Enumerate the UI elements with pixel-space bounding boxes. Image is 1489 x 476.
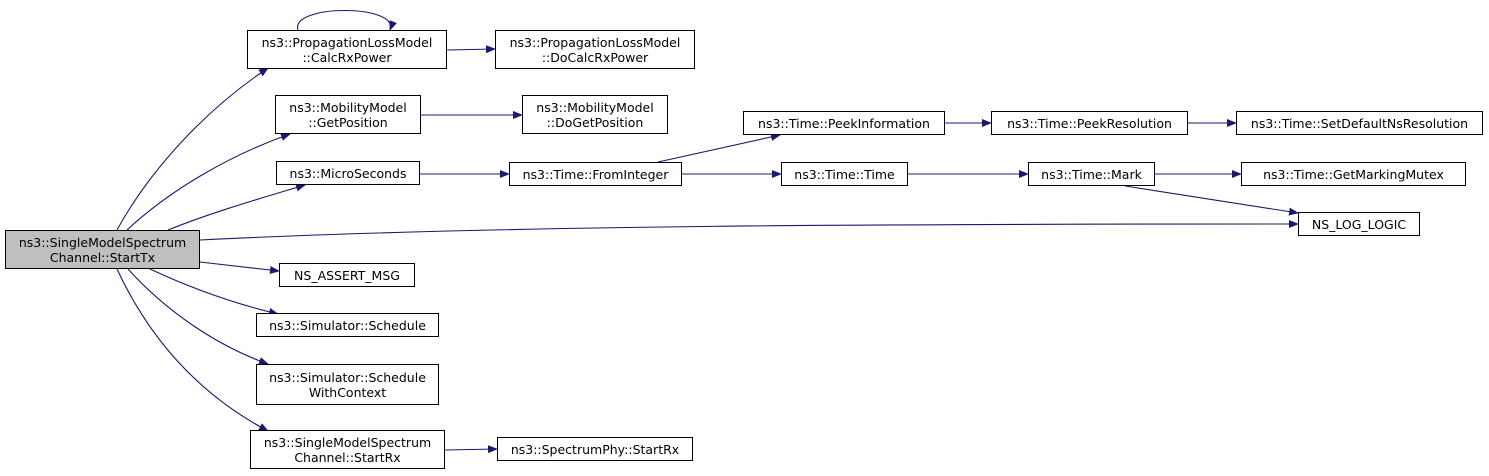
node-do-get-position-line-2: ::DoGetPosition <box>546 114 644 130</box>
node-time-time[interactable]: ns3::Time::Time <box>781 162 908 186</box>
node-do-calc-rx-power[interactable]: ns3::PropagationLossModel ::DoCalcRxPowe… <box>495 30 695 69</box>
node-ns-log-logic-line-1: NS_LOG_LOGIC <box>1311 216 1407 232</box>
node-micro-seconds[interactable]: ns3::MicroSeconds <box>276 161 420 185</box>
node-peek-information[interactable]: ns3::Time::PeekInformation <box>743 111 945 135</box>
edge-time-mark-to-ns-log-logic <box>1124 185 1299 216</box>
node-do-get-position[interactable]: ns3::MobilityModel ::DoGetPosition <box>522 95 668 134</box>
node-schedule-with-context[interactable]: ns3::Simulator::Schedule WithContext <box>256 364 439 405</box>
node-micro-seconds-line-1: ns3::MicroSeconds <box>289 165 407 181</box>
node-from-integer[interactable]: ns3::Time::FromInteger <box>509 162 682 186</box>
node-do-calc-rx-power-line-1: ns3::PropagationLossModel <box>509 34 681 50</box>
node-get-marking-mutex-line-1: ns3::Time::GetMarkingMutex <box>1263 166 1444 182</box>
node-schedule-with-context-line-1: ns3::Simulator::Schedule <box>269 369 426 385</box>
node-set-default-ns-resolution[interactable]: ns3::Time::SetDefaultNsResolution <box>1236 111 1483 135</box>
node-peek-resolution-line-1: ns3::Time::PeekResolution <box>1007 115 1172 131</box>
node-time-time-line-1: ns3::Time::Time <box>794 166 895 182</box>
node-do-get-position-line-1: ns3::MobilityModel <box>536 99 654 115</box>
edge-from-integer-to-peek-information <box>657 133 781 163</box>
node-calc-rx-power-line-1: ns3::PropagationLossModel <box>261 34 433 50</box>
node-do-calc-rx-power-line-2: ::DoCalcRxPower <box>541 49 649 65</box>
node-ns-log-logic[interactable]: NS_LOG_LOGIC <box>1298 212 1420 236</box>
edge-start-tx-to-ns-log-logic <box>199 220 1299 241</box>
node-simulator-schedule[interactable]: ns3::Simulator::Schedule <box>256 313 439 337</box>
edge-calc-rx-power-to-calc-rx-power <box>297 10 397 31</box>
node-ns-assert-msg[interactable]: NS_ASSERT_MSG <box>279 263 415 287</box>
node-simulator-schedule-line-1: ns3::Simulator::Schedule <box>269 317 426 333</box>
node-calc-rx-power-line-2: ::CalcRxPower <box>302 49 392 65</box>
node-start-tx: ns3::SingleModelSpectrum Channel::StartT… <box>5 230 200 269</box>
node-get-position-line-1: ns3::MobilityModel <box>289 99 407 115</box>
node-start-tx-line-1: ns3::SingleModelSpectrum <box>18 234 187 250</box>
node-get-position[interactable]: ns3::MobilityModel ::GetPosition <box>275 95 421 134</box>
node-start-rx-channel-line-1: ns3::SingleModelSpectrum <box>263 434 432 450</box>
edge-start-rx-channel-to-spectrum-phy-start-rx <box>444 445 498 454</box>
node-start-tx-line-2: Channel::StartTx <box>49 249 156 265</box>
node-set-default-ns-resolution-line-1: ns3::Time::SetDefaultNsResolution <box>1250 115 1469 131</box>
edge-start-tx-to-get-position <box>126 133 291 231</box>
node-from-integer-line-1: ns3::Time::FromInteger <box>522 166 669 182</box>
node-start-rx-channel[interactable]: ns3::SingleModelSpectrum Channel::StartR… <box>250 430 445 469</box>
edge-start-tx-to-simulator-schedule <box>149 268 279 316</box>
edge-start-tx-to-schedule-with-context <box>127 268 269 365</box>
node-spectrum-phy-start-rx[interactable]: ns3::SpectrumPhy::StartRx <box>497 437 693 461</box>
edge-calc-rx-power-to-do-calc-rx-power <box>446 45 496 54</box>
node-calc-rx-power[interactable]: ns3::PropagationLossModel ::CalcRxPower <box>247 30 447 69</box>
edge-start-tx-to-calc-rx-power <box>116 67 269 231</box>
node-get-marking-mutex[interactable]: ns3::Time::GetMarkingMutex <box>1241 162 1466 186</box>
node-ns-assert-msg-line-1: NS_ASSERT_MSG <box>294 267 400 283</box>
edge-start-tx-to-start-rx-channel <box>116 268 269 432</box>
node-spectrum-phy-start-rx-line-1: ns3::SpectrumPhy::StartRx <box>510 441 680 457</box>
node-time-mark-line-1: ns3::Time::Mark <box>1041 166 1142 182</box>
node-get-position-line-2: ::GetPosition <box>308 114 388 130</box>
node-peek-information-line-1: ns3::Time::PeekInformation <box>758 115 930 131</box>
node-schedule-with-context-line-2: WithContext <box>308 384 387 400</box>
node-start-rx-channel-line-2: Channel::StartRx <box>294 449 401 465</box>
edge-start-tx-to-ns-assert-msg <box>199 261 280 274</box>
node-peek-resolution[interactable]: ns3::Time::PeekResolution <box>991 111 1188 135</box>
edge-start-tx-to-micro-seconds <box>167 183 306 231</box>
node-time-mark[interactable]: ns3::Time::Mark <box>1028 162 1155 186</box>
